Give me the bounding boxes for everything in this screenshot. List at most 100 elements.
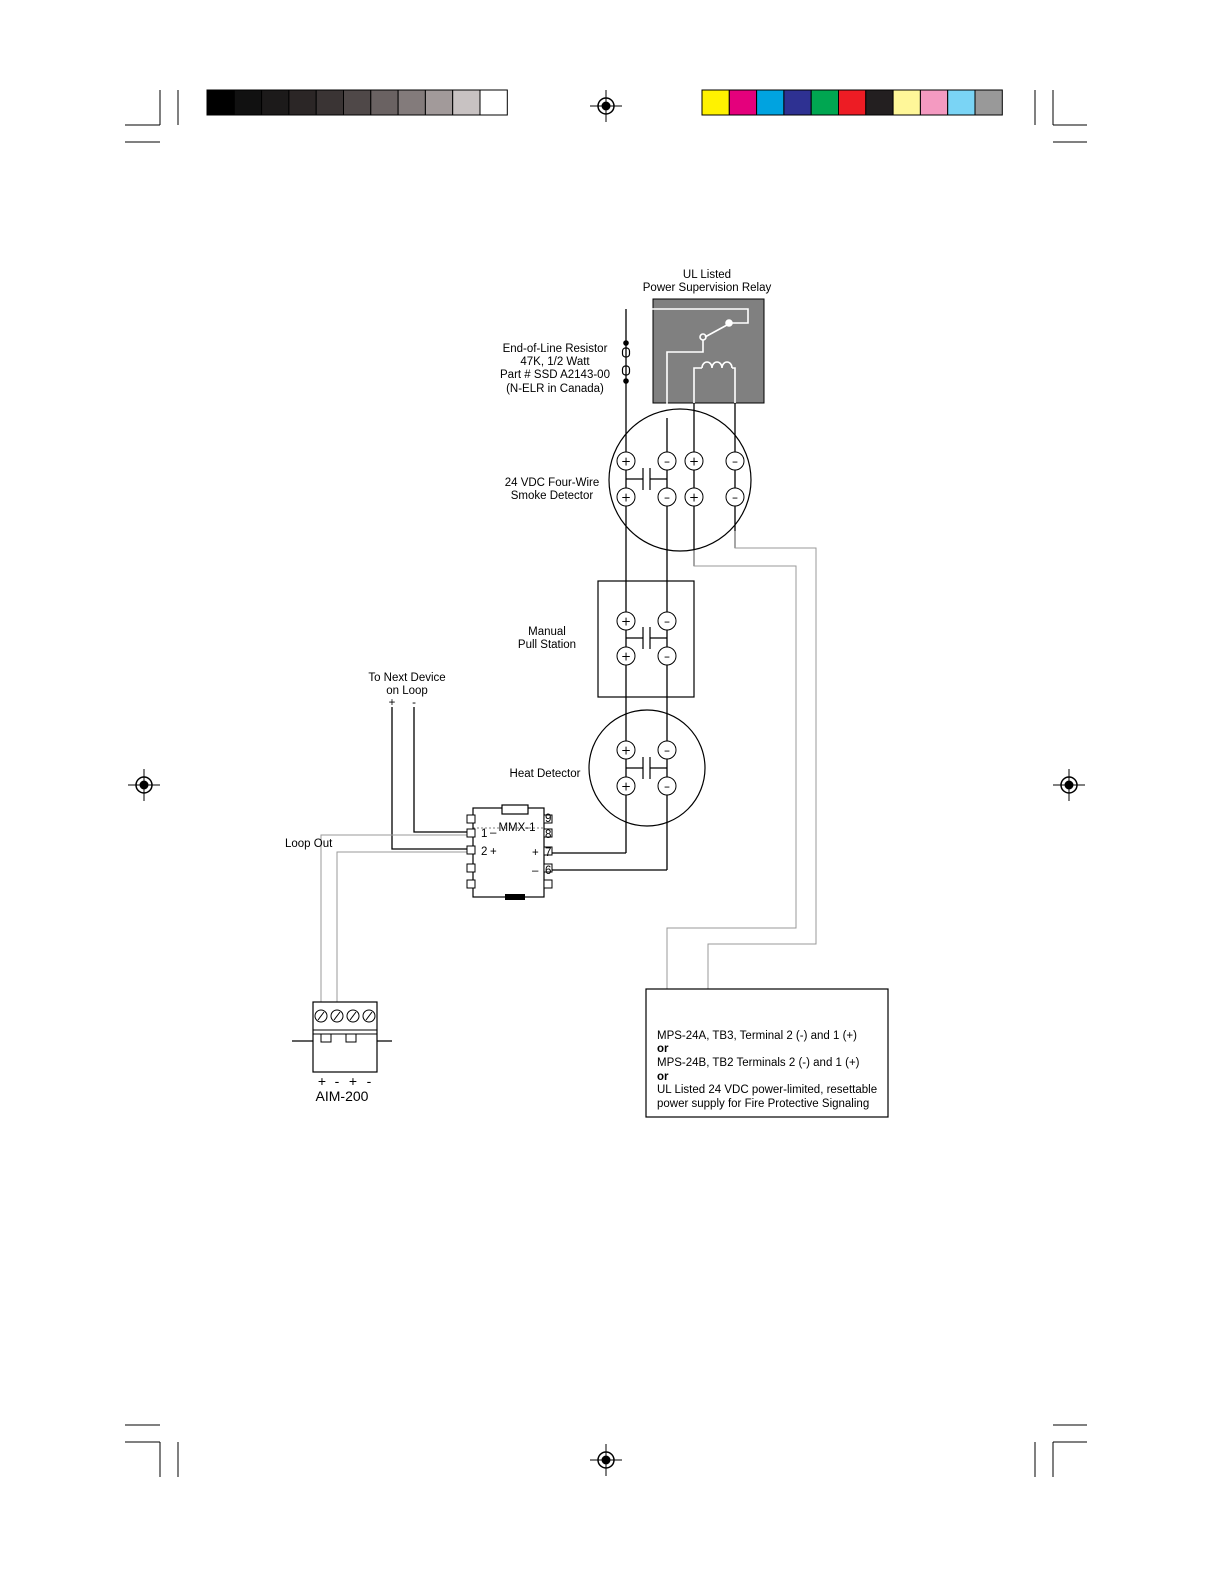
terminal-plus-icon: +	[616, 611, 636, 631]
terminal-symbol: +	[621, 455, 631, 469]
relay-title-line2: Power Supervision Relay	[643, 282, 772, 294]
terminal-symbol: –	[664, 491, 670, 505]
color-swatch	[919, 89, 949, 116]
relay-title-line1: UL Listed	[683, 269, 731, 281]
crop-marks	[125, 90, 1087, 1477]
terminal-plus-icon: +	[616, 487, 636, 507]
pull-station-contact-icon	[626, 627, 667, 649]
mmx-1-pin-1-polarity: –	[490, 827, 497, 839]
color-swatch	[397, 89, 426, 116]
manual-pull-station	[597, 580, 695, 698]
registration-target-icon	[128, 769, 160, 801]
color-swatch	[288, 89, 317, 116]
color-swatch	[865, 89, 894, 116]
relay-coil-icon	[693, 361, 736, 403]
mmx-1-pin-9: 9	[545, 813, 551, 825]
terminal-plus-icon: +	[616, 451, 636, 471]
terminal-plus-icon: +	[616, 646, 636, 666]
color-swatch	[424, 89, 454, 116]
wiring	[320, 309, 817, 1010]
aim-200-module: + - + - AIM-200	[292, 1001, 392, 1104]
resistor-line4: (N-ELR in Canada)	[506, 383, 604, 395]
mmx-1-label: MMX-1	[498, 822, 535, 834]
color-swatch	[343, 89, 372, 116]
mmx-1-pin-2: 2	[481, 846, 487, 858]
pull-station-line2: Pull Station	[518, 639, 576, 651]
color-swatch	[838, 89, 867, 116]
color-swatch	[233, 89, 263, 116]
smoke-detector-line1: 24 VDC Four-Wire	[505, 477, 600, 489]
registration-target-icon	[590, 90, 622, 122]
terminal-symbol: –	[664, 455, 670, 469]
terminal-symbol: +	[689, 455, 699, 469]
power-supply-line1: MPS-24A, TB3, Terminal 2 (-) and 1 (+)	[657, 1030, 857, 1042]
terminal-minus-icon: –	[657, 451, 677, 471]
power-supervision-relay	[652, 298, 765, 404]
color-swatch	[728, 89, 758, 116]
next-device-minus: -	[412, 697, 416, 709]
mmx-1-pin-2-polarity: +	[490, 846, 497, 858]
color-swatch	[206, 89, 235, 116]
terminal-plus-icon: +	[616, 776, 636, 796]
color-swatch	[370, 89, 399, 116]
terminal-minus-icon: –	[725, 451, 745, 471]
terminal-symbol: +	[621, 615, 631, 629]
color-swatch	[783, 89, 812, 116]
mmx-1-module: MMX-1 1 2 – + 9 8 7 6 + –	[466, 804, 553, 900]
pull-station-line1: Manual	[528, 626, 566, 638]
power-supply-or1: or	[657, 1043, 669, 1055]
terminal-symbol: +	[621, 780, 631, 794]
color-swatch	[701, 89, 730, 116]
heat-detector-contact-icon	[626, 757, 667, 779]
terminal-plus-icon: +	[684, 487, 704, 507]
power-supply-line2: MPS-24B, TB2 Terminals 2 (-) and 1 (+)	[657, 1057, 860, 1069]
aim-200-polarity-4: -	[367, 1073, 372, 1089]
resistor-line1: End-of-Line Resistor	[503, 343, 608, 355]
registration-target-icon	[1053, 769, 1085, 801]
smoke-detector-contact-icon	[626, 468, 667, 490]
smoke-detector-line2: Smoke Detector	[511, 490, 594, 502]
resistor-line2: 47K, 1/2 Watt	[520, 356, 590, 368]
next-device-plus: +	[389, 697, 396, 709]
next-device-line2: on Loop	[386, 685, 428, 697]
power-supply-or2: or	[657, 1071, 669, 1083]
grayscale-calibration-bar	[206, 89, 508, 116]
terminals: +–+–+–+–+–+–+–+–+–	[616, 451, 745, 1020]
aim-200-label: AIM-200	[316, 1088, 369, 1104]
power-supply-line3: UL Listed 24 VDC power-limited, resettab…	[657, 1084, 877, 1096]
terminal-symbol: +	[621, 491, 631, 505]
power-supply-box: MPS-24A, TB3, Terminal 2 (-) and 1 (+) o…	[645, 988, 889, 1118]
registration-target-icon	[590, 1444, 622, 1476]
next-device-line1: To Next Device	[368, 672, 445, 684]
color-swatch	[479, 89, 508, 116]
resistor-line3: Part # SSD A2143-00	[500, 369, 610, 381]
loop-out-label: Loop Out	[285, 838, 333, 850]
mmx-1-pin-6-polarity: –	[532, 865, 539, 877]
color-swatch	[892, 89, 921, 116]
terminal-symbol: –	[732, 491, 738, 505]
terminal-minus-icon: –	[725, 487, 745, 507]
mmx-1-pin-7-polarity: +	[532, 847, 539, 859]
color-swatch	[315, 89, 345, 116]
terminal-symbol: –	[664, 780, 670, 794]
terminal-symbol: –	[664, 744, 670, 758]
aim-200-polarity-3: +	[349, 1073, 357, 1089]
terminal-symbol: –	[732, 455, 738, 469]
color-swatch	[947, 89, 976, 116]
terminal-symbol: +	[621, 650, 631, 664]
terminal-minus-icon: –	[657, 776, 677, 796]
aim-200-polarity-2: -	[335, 1073, 340, 1089]
terminal-symbol: +	[621, 744, 631, 758]
terminal-minus-icon: –	[657, 646, 677, 666]
color-calibration-bar	[701, 89, 1003, 116]
terminal-symbol: –	[664, 615, 670, 629]
terminal-minus-icon: –	[657, 487, 677, 507]
color-swatch	[261, 89, 290, 116]
color-swatch	[974, 89, 1003, 116]
terminal-minus-icon: –	[657, 611, 677, 631]
terminal-plus-icon: +	[616, 740, 636, 760]
relay-contact-icon	[627, 308, 749, 418]
heat-detector-label: Heat Detector	[510, 768, 581, 780]
smoke-detector	[608, 408, 752, 552]
